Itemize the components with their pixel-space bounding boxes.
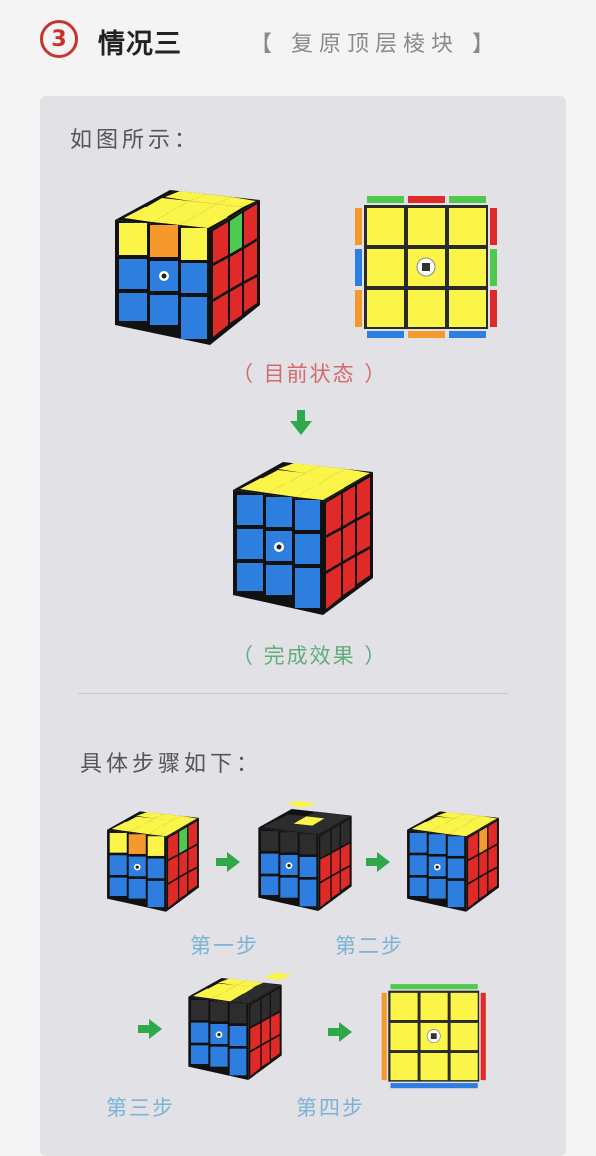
section-label-shown: 如图所示： — [70, 128, 201, 153]
cube-current-state — [115, 190, 260, 345]
caption-current-state: （ 目前状态 ） — [232, 362, 388, 386]
section-divider — [78, 693, 508, 694]
arrow-right-icon — [216, 852, 240, 872]
cube-step1-result — [258, 801, 352, 911]
cube-step2-result — [407, 811, 499, 912]
arrow-right-icon — [366, 852, 390, 872]
caption-finished-state: （ 完成效果 ） — [232, 644, 388, 668]
case-header: 3 情况三 【 复原顶层棱块 】 — [40, 18, 580, 66]
step2-caption: 第二步 — [335, 934, 404, 958]
step4-caption: 第四步 — [296, 1096, 365, 1120]
arrow-right-icon — [328, 1022, 352, 1042]
arrow-down-icon — [290, 410, 312, 435]
arrow-right-icon — [138, 1019, 162, 1039]
cube-step3-result — [188, 972, 292, 1080]
step3-caption: 第三步 — [106, 1096, 175, 1120]
step1-caption: 第一步 — [190, 934, 259, 958]
top-view-finished — [381, 984, 486, 1089]
cube-finished-state — [233, 462, 373, 615]
top-view-current — [355, 196, 497, 338]
steps-label: 具体步骤如下： — [80, 752, 263, 777]
case-subtitle: 【 复原顶层棱块 】 — [250, 32, 500, 57]
cube-step1-start — [107, 811, 199, 912]
step-number-badge: 3 — [40, 20, 78, 58]
case-title: 情况三 — [98, 29, 182, 60]
